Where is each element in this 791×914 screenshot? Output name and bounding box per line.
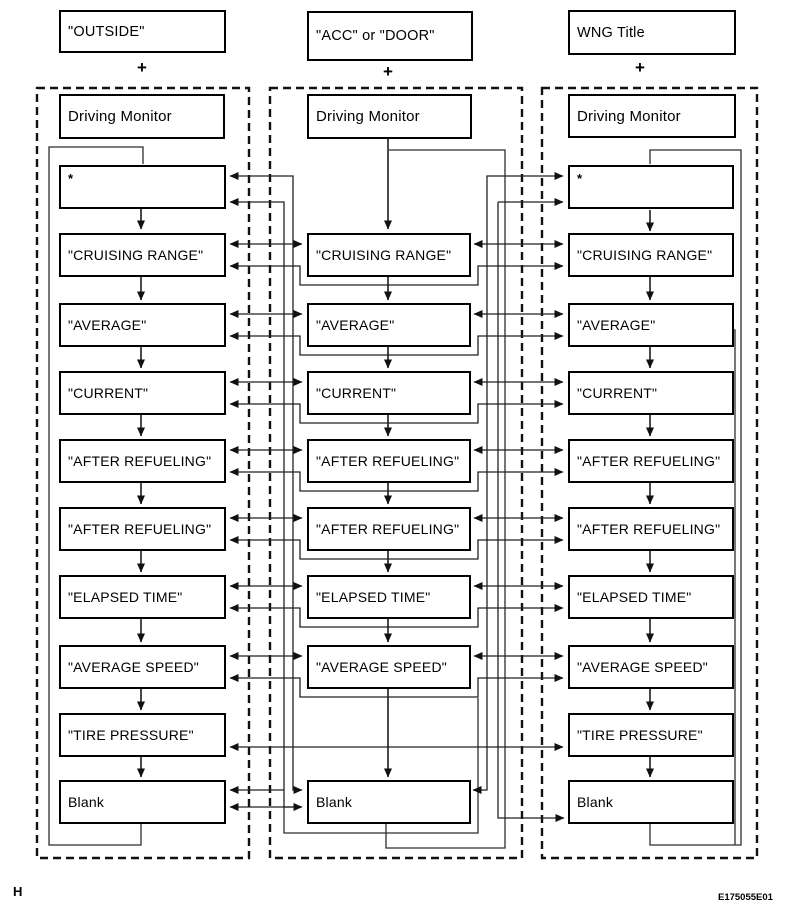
- node-left-blank: Blank: [59, 780, 226, 824]
- node-left-after-refueling-1: "AFTER REFUELING": [59, 439, 226, 483]
- node-middle-average: "AVERAGE": [307, 303, 471, 347]
- node-right-blank: Blank: [568, 780, 734, 824]
- figure-code: E175055E01: [718, 892, 773, 903]
- node-middle-current: "CURRENT": [307, 371, 471, 415]
- node-middle-elapsed-time: "ELAPSED TIME": [307, 575, 471, 619]
- plus-sign-right: +: [635, 58, 645, 77]
- node-right-current: "CURRENT": [568, 371, 734, 415]
- node-left-current: "CURRENT": [59, 371, 226, 415]
- node-middle-average-speed: "AVERAGE SPEED": [307, 645, 471, 689]
- plus-sign-left: +: [137, 58, 147, 77]
- row-connectors: [229, 172, 565, 822]
- driving-monitor-right: Driving Monitor: [568, 94, 736, 138]
- node-right-asterisk: *: [568, 165, 734, 209]
- header-wng-title: WNG Title: [568, 10, 736, 55]
- node-left-tire-pressure: "TIRE PRESSURE": [59, 713, 226, 757]
- node-left-after-refueling-2: "AFTER REFUELING": [59, 507, 226, 551]
- node-left-cruising-range: "CRUISING RANGE": [59, 233, 226, 277]
- driving-monitor-left: Driving Monitor: [59, 94, 225, 139]
- node-middle-blank: Blank: [307, 780, 471, 824]
- node-right-average-speed: "AVERAGE SPEED": [568, 645, 734, 689]
- node-left-average-speed: "AVERAGE SPEED": [59, 645, 226, 689]
- node-right-cruising-range: "CRUISING RANGE": [568, 233, 734, 277]
- node-left-average: "AVERAGE": [59, 303, 226, 347]
- node-right-after-refueling-2: "AFTER REFUELING": [568, 507, 734, 551]
- page-mark: H: [13, 884, 23, 899]
- plus-sign-middle: +: [383, 62, 393, 81]
- header-outside: "OUTSIDE": [59, 10, 226, 53]
- node-left-asterisk: *: [59, 165, 226, 209]
- node-middle-cruising-range: "CRUISING RANGE": [307, 233, 471, 277]
- flow-arrows: [137, 139, 654, 778]
- node-right-after-refueling-1: "AFTER REFUELING": [568, 439, 734, 483]
- node-right-average: "AVERAGE": [568, 303, 734, 347]
- node-right-tire-pressure: "TIRE PRESSURE": [568, 713, 734, 757]
- node-left-elapsed-time: "ELAPSED TIME": [59, 575, 226, 619]
- node-middle-after-refueling-1: "AFTER REFUELING": [307, 439, 471, 483]
- node-right-elapsed-time: "ELAPSED TIME": [568, 575, 734, 619]
- header-acc-or-door: "ACC" or "DOOR": [307, 11, 473, 61]
- driving-monitor-middle: Driving Monitor: [307, 94, 472, 139]
- node-middle-after-refueling-2: "AFTER REFUELING": [307, 507, 471, 551]
